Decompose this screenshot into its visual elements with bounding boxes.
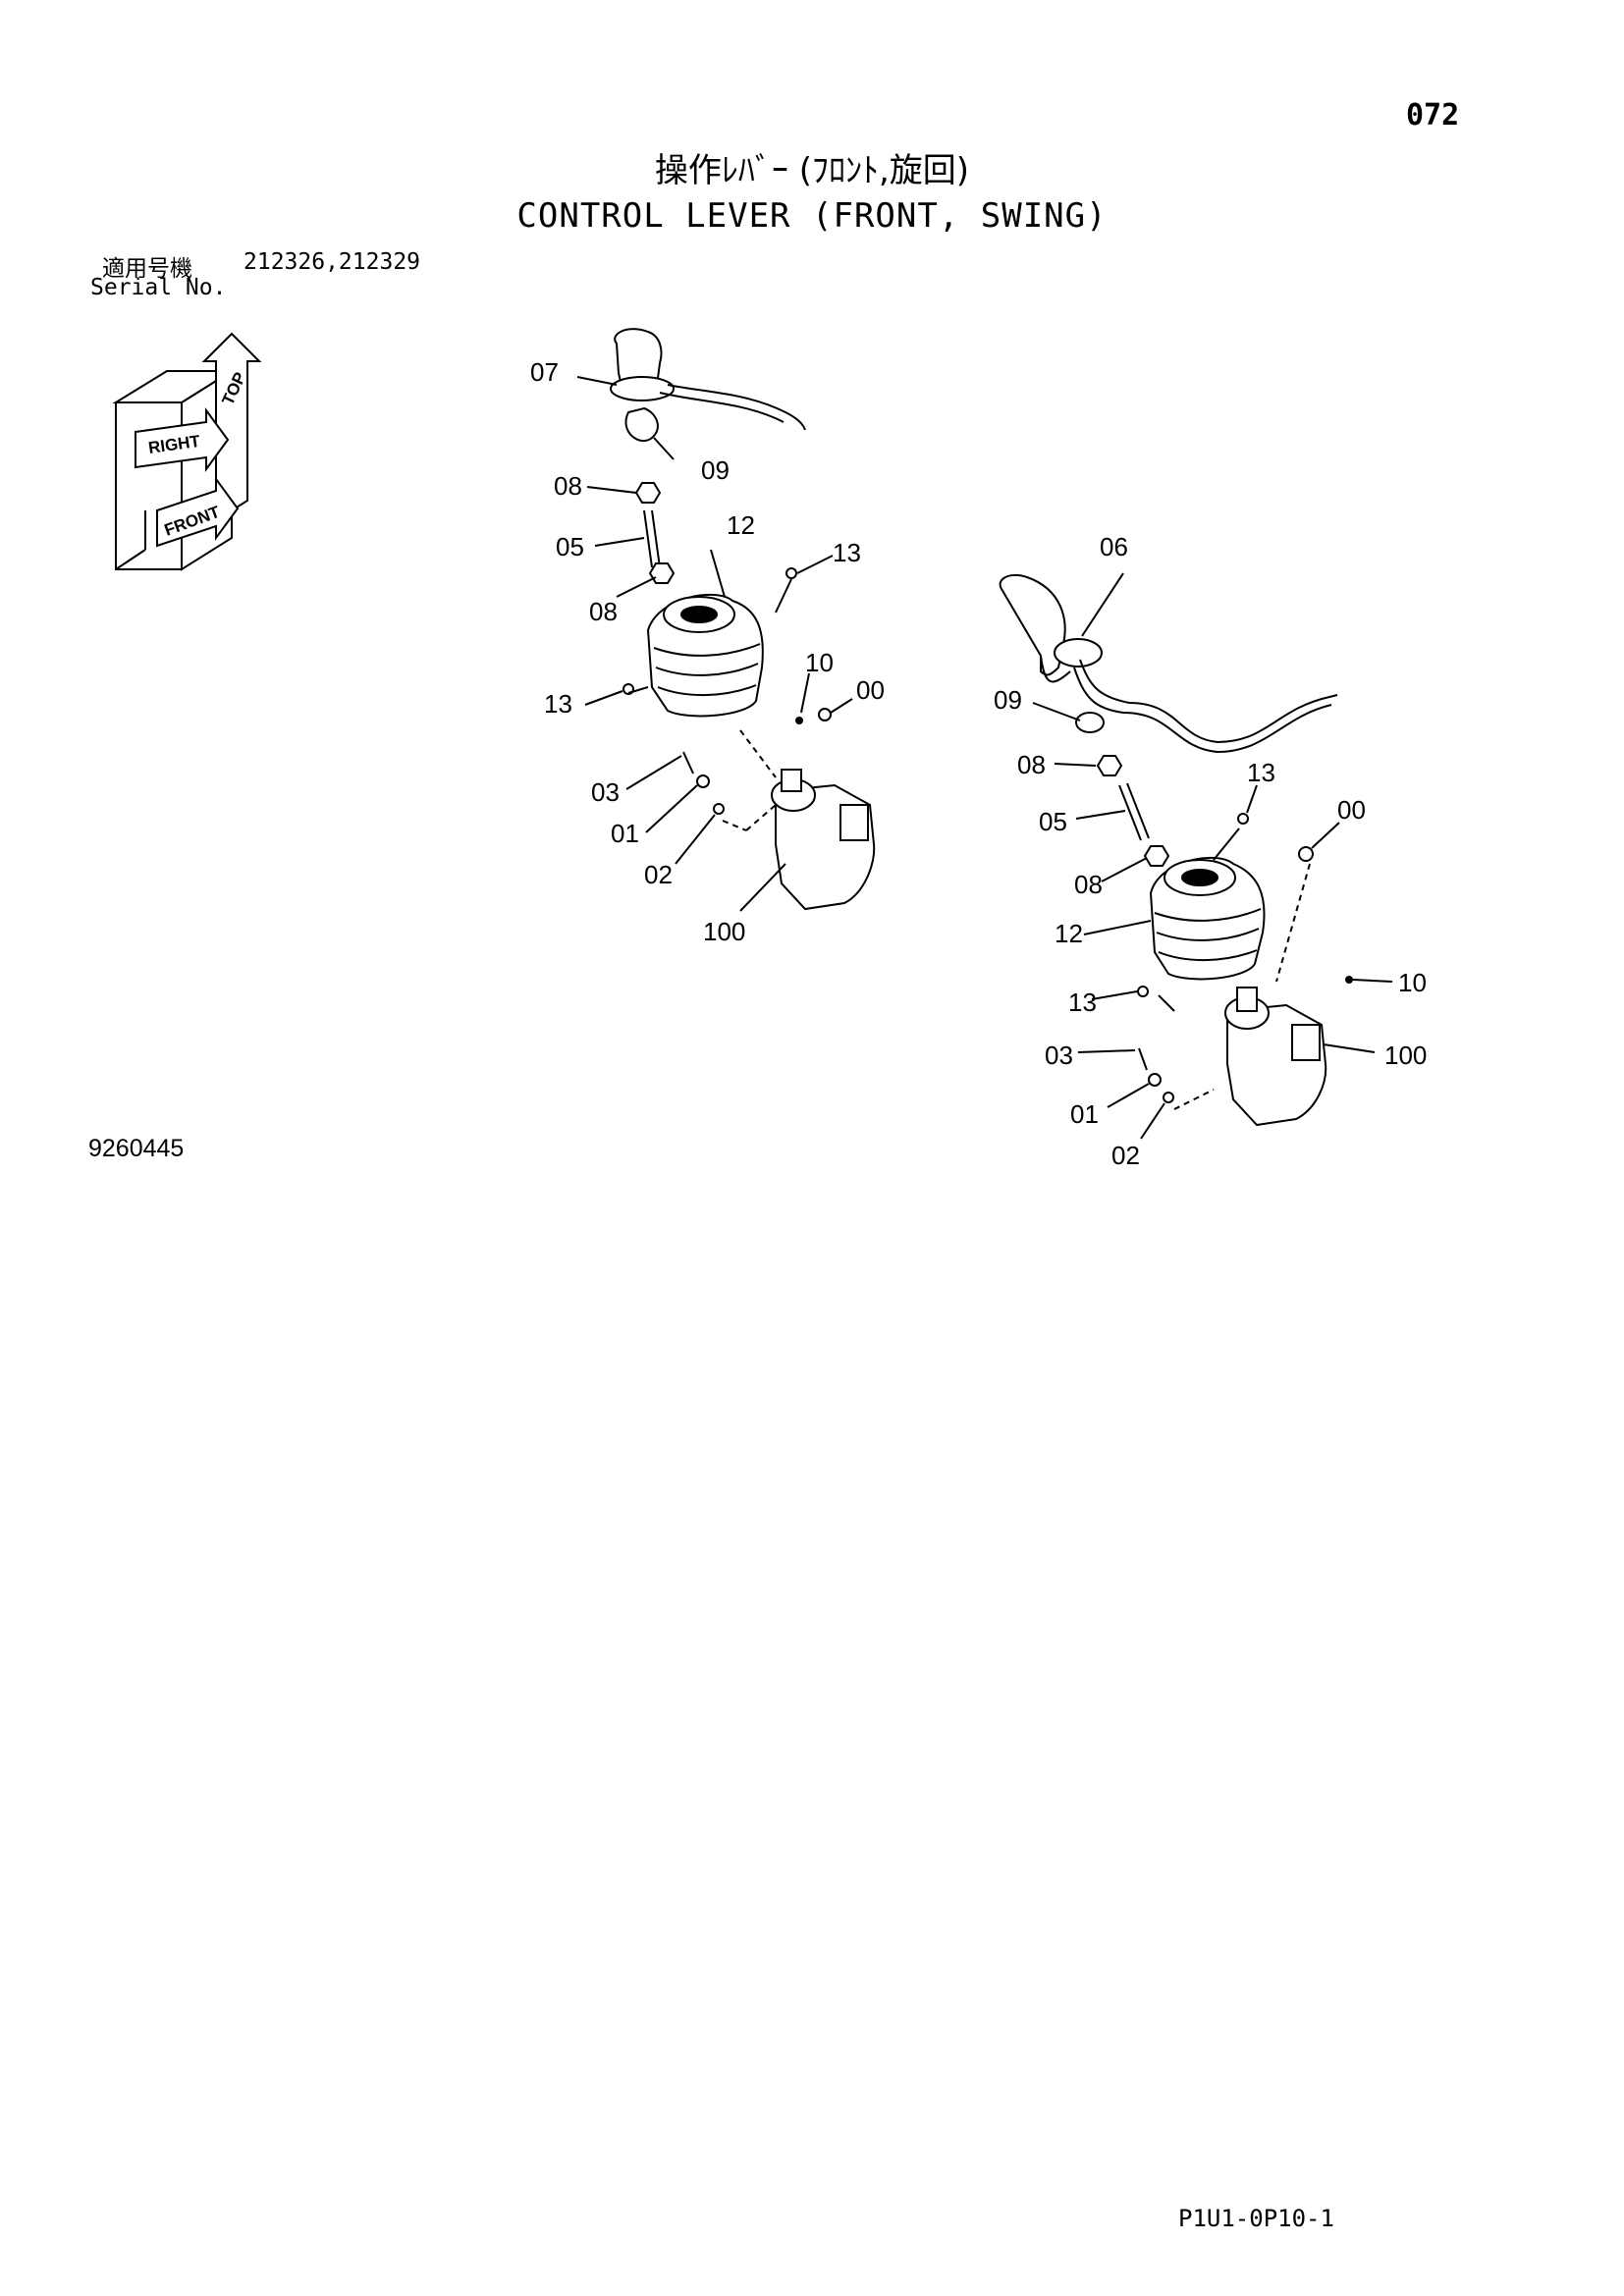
right-callout-03: 03 bbox=[1045, 1041, 1073, 1070]
left-callout-09: 09 bbox=[701, 455, 730, 485]
drawing-number: 9260445 bbox=[88, 1135, 185, 1162]
page-number: 072 bbox=[1406, 98, 1460, 133]
left-callout-08: 08 bbox=[589, 597, 618, 626]
right-callout-02: 02 bbox=[1111, 1141, 1140, 1170]
left-callout-13: 13 bbox=[544, 689, 572, 719]
right-assembly-callouts: 06 09 08 13 05 00 08 12 13 10 03 100 01 02 bbox=[994, 532, 1427, 1170]
footer-code: P1U1-0P10-1 bbox=[1178, 2205, 1334, 2232]
right-callout-13: 13 bbox=[1068, 988, 1097, 1017]
left-callout-00: 00 bbox=[856, 675, 885, 705]
right-callout-05: 05 bbox=[1039, 807, 1067, 836]
page-title-english: CONTROL LEVER (FRONT, SWING) bbox=[516, 196, 1108, 236]
left-callout-03: 03 bbox=[591, 777, 620, 807]
left-callout-08: 08 bbox=[554, 471, 582, 501]
right-callout-09: 09 bbox=[994, 685, 1022, 715]
right-callout-06: 06 bbox=[1100, 532, 1128, 561]
left-callout-10: 10 bbox=[805, 648, 834, 677]
right-callout-100: 100 bbox=[1384, 1041, 1427, 1070]
right-callout-12: 12 bbox=[1055, 919, 1083, 948]
right-callout-13: 13 bbox=[1247, 758, 1275, 787]
left-callout-02: 02 bbox=[644, 860, 673, 889]
serial-label-english: Serial No. bbox=[90, 275, 227, 300]
serial-numbers: 212326,212329 bbox=[244, 249, 421, 275]
right-callout-08: 08 bbox=[1074, 870, 1103, 899]
left-callout-07: 07 bbox=[530, 357, 559, 387]
right-callout-10: 10 bbox=[1398, 968, 1427, 997]
serial-label-japanese: 適用号機 bbox=[102, 256, 192, 282]
right-callout-01: 01 bbox=[1070, 1099, 1099, 1129]
left-callout-13: 13 bbox=[833, 538, 861, 567]
right-lever-assembly-drawing bbox=[999, 572, 1393, 1140]
left-callout-01: 01 bbox=[611, 819, 639, 848]
orientation-cube-icon bbox=[112, 332, 262, 571]
page-title-japanese: 操作ﾚﾊﾞｰ (ﾌﾛﾝﾄ,旋回) bbox=[654, 151, 970, 190]
left-callout-100: 100 bbox=[703, 917, 745, 946]
left-callout-05: 05 bbox=[556, 532, 584, 561]
left-lever-assembly-drawing bbox=[576, 328, 876, 912]
left-callout-12: 12 bbox=[727, 510, 755, 540]
right-callout-08: 08 bbox=[1017, 750, 1046, 779]
right-callout-00: 00 bbox=[1337, 795, 1366, 825]
